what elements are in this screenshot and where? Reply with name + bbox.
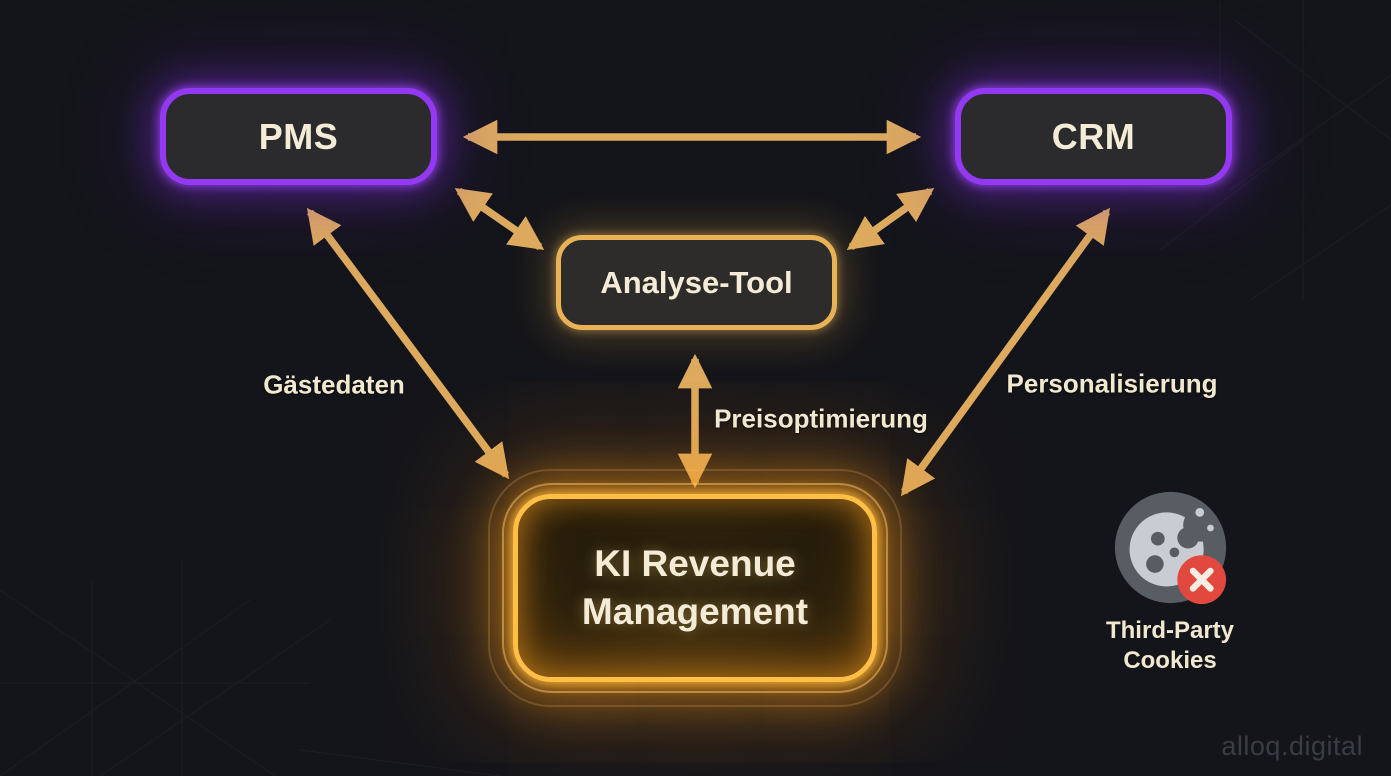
node-crm-label: CRM: [1051, 115, 1136, 157]
node-ki-label: KI Revenue Management: [582, 540, 808, 636]
cookie-annotation-label: Third-Party Cookies: [1090, 616, 1250, 677]
third-party-cookies-annotation: Third-Party Cookies: [1090, 489, 1250, 677]
edge-label-gaestedaten: Gästedaten: [263, 369, 405, 400]
arrow-crm-analyse: [846, 187, 935, 251]
cookie-label-line2: Cookies: [1123, 647, 1217, 675]
cookie-blocked-icon: [1114, 491, 1226, 605]
node-analyse-tool-label: Analyse-Tool: [600, 264, 793, 300]
cookie-label-line1: Third-Party: [1105, 617, 1234, 644]
node-crm: CRM: [955, 88, 1232, 185]
node-ki-revenue-management: KI Revenue Management: [488, 469, 902, 707]
edge-label-preisoptimierung: Preisoptimierung: [714, 403, 928, 434]
edge-label-personalisierung: Personalisierung: [1006, 368, 1218, 399]
blocked-x-badge: [1176, 555, 1226, 605]
node-ki-label-line1: KI Revenue: [594, 542, 796, 584]
node-analyse-tool: Analyse-Tool: [556, 235, 837, 330]
node-pms-label: PMS: [258, 115, 339, 157]
watermark: alloq.digital: [1221, 731, 1363, 761]
node-ki-label-line2: Management: [581, 591, 809, 632]
node-pms: PMS: [160, 88, 437, 185]
arrow-pms-ki: [306, 207, 510, 480]
arrow-crm-ki: [900, 207, 1111, 497]
arrow-pms-analyse: [454, 187, 545, 251]
